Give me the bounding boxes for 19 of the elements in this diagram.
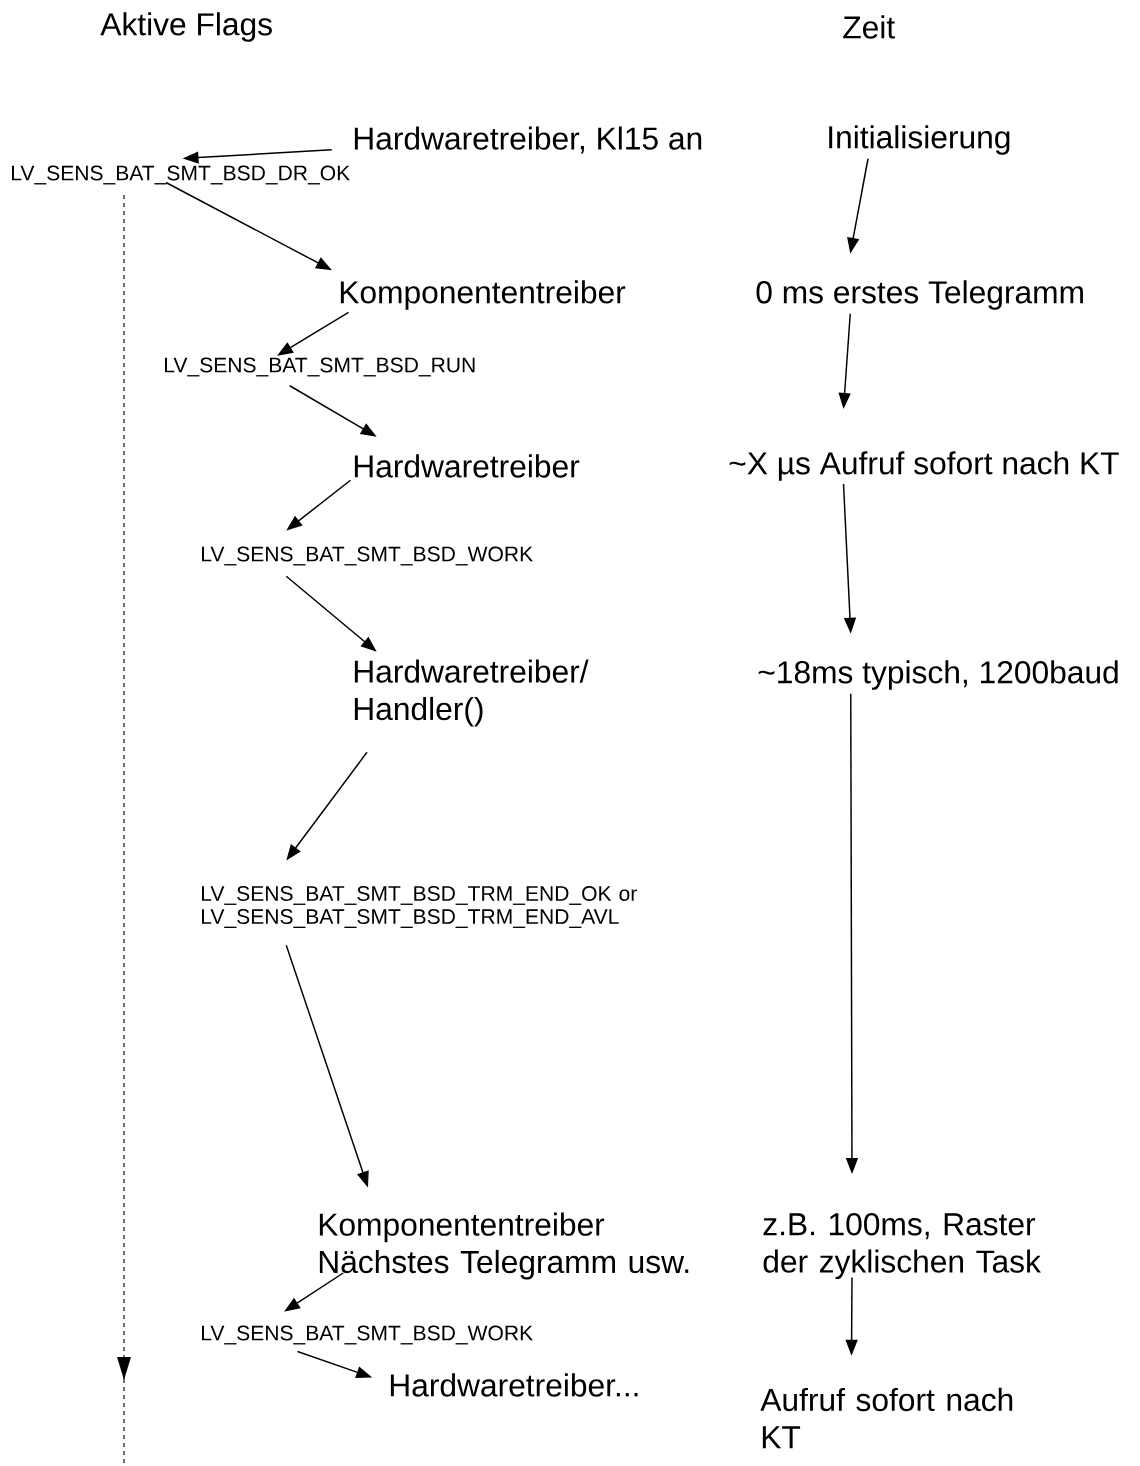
flag-name: LV_SENS_BAT_SMT_BSD_RUN: [165, 357, 475, 377]
time-label: ~X µs Aufruf sofort nach KT: [729, 451, 1119, 481]
time-label: 0 ms erstes Telegramm: [756, 280, 1083, 310]
time-label: ~18ms typisch, 1200baud: [758, 660, 1118, 690]
time-label: Initialisierung: [829, 125, 1010, 155]
step-label: Hardwaretreiber...: [390, 1373, 638, 1397]
step-label: Hardwaretreiber/ Handler(): [354, 659, 589, 727]
flag-name: LV_SENS_BAT_SMT_BSD_TRM_END_OK or LV_SENS_BAT_SMT_BSD_TRM_END_AVL: [202, 886, 637, 928]
column-heading: Zeit: [843, 15, 895, 39]
column-heading: Aktive Flags: [100, 12, 272, 42]
step-label: Komponententreiber: [340, 280, 626, 310]
time-label: Aufruf sofort nach KT: [760, 1387, 1013, 1449]
step-label: Komponententreiber Nächstes Telegramm usw.: [319, 1212, 689, 1280]
flag-name: LV_SENS_BAT_SMT_BSD_WORK: [202, 546, 533, 566]
flag-name: LV_SENS_BAT_SMT_BSD_WORK: [202, 1325, 533, 1345]
flag-name: LV_SENS_BAT_SMT_BSD_DR_OK: [12, 165, 350, 185]
step-label: Hardwaretreiber, Kl15 an: [354, 126, 702, 154]
step-label: Hardwaretreiber: [354, 454, 580, 478]
time-label: z.B. 100ms, Raster der zyklischen Task: [763, 1212, 1041, 1280]
